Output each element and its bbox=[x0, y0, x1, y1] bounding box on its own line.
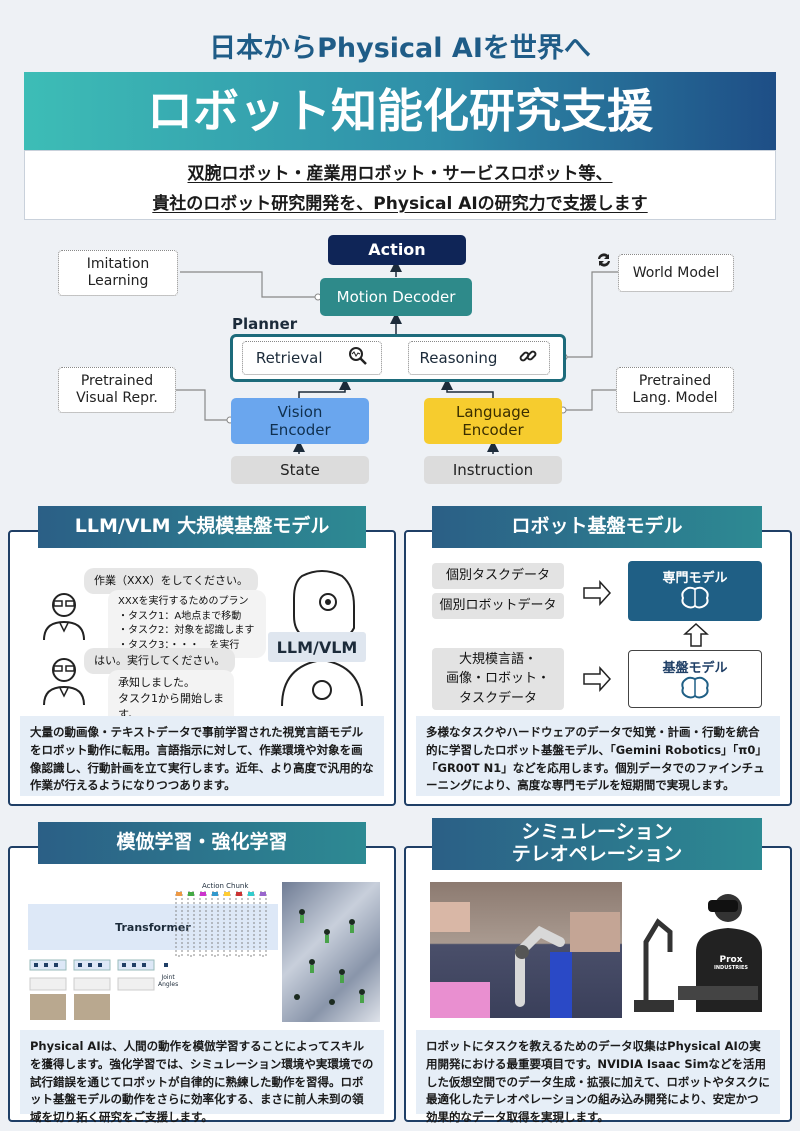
card-llm-title: LLM/VLM 大規模基盤モデル bbox=[38, 506, 366, 548]
isaac-sim-image bbox=[430, 882, 622, 1018]
llm-vlm-label: LLM/VLM bbox=[268, 632, 366, 662]
planner-label: Planner bbox=[232, 315, 298, 333]
action-node: Action bbox=[328, 235, 466, 265]
transformer-diagram: Action Chunk Transformer Joint Angles bbox=[26, 882, 278, 1022]
vision-encoder-node: Vision Encoder bbox=[231, 398, 369, 444]
joint-angles-label: Joint Angles bbox=[158, 974, 178, 988]
data-tag-task: 個別タスクデータ bbox=[432, 563, 564, 589]
person-icon bbox=[40, 590, 88, 646]
pretrained-visual-line-2: Visual Repr. bbox=[76, 390, 158, 406]
motion-decoder-node: Motion Decoder bbox=[320, 278, 472, 316]
arrow-right-icon bbox=[582, 580, 612, 610]
card-imitation-title: 模倣学習・強化学習 bbox=[38, 822, 366, 864]
joint-label: Joint bbox=[161, 974, 175, 981]
teleop-figure bbox=[634, 894, 762, 1012]
expert-model-box: 専門モデル bbox=[628, 561, 762, 621]
link-icon bbox=[518, 346, 538, 370]
chunk-columns bbox=[29, 891, 267, 1020]
card-simulation-description: ロボットにタスクを教えるためのデータ収集はPhysical AIの実用開発におけ… bbox=[416, 1030, 780, 1124]
sim-title-line-2: テレオペレーション bbox=[511, 843, 683, 865]
plan-line: ・タスク1：A地点まで移動 bbox=[118, 610, 242, 622]
data-tag-large: 大規模言語・ 画像・ロボット・ タスクデータ bbox=[432, 648, 564, 710]
shirt-logo: Prox INDUSTRIES bbox=[714, 955, 748, 971]
retrieval-label: Retrieval bbox=[255, 349, 323, 367]
sim-scene bbox=[430, 902, 620, 1018]
large-data-line-2: 画像・ロボット・ bbox=[445, 671, 550, 687]
card-robot-fm-title: ロボット基盤モデル bbox=[432, 506, 762, 548]
brain-icon bbox=[680, 586, 710, 614]
shirt-logo-line-1: Prox bbox=[719, 955, 743, 965]
pretrained-visual-line-1: Pretrained bbox=[80, 373, 154, 390]
data-tag-robot: 個別ロボットデータ bbox=[432, 593, 564, 619]
action-chunk-label: Action Chunk bbox=[202, 882, 249, 890]
card-robot-fm-description: 多様なタスクやハードウェアのデータで知覚・計画・行動を統合的に学習したロボット基… bbox=[416, 716, 780, 796]
language-line-2: Encoder bbox=[462, 421, 524, 439]
search-icon bbox=[348, 346, 368, 370]
imitation-learning-node: Imitation Learning bbox=[58, 250, 178, 296]
chat-bubble-plan: XXXを実行するためのプラン ・タスク1：A地点まで移動 ・タスク2：対象を認識… bbox=[108, 590, 266, 658]
crowd-figures bbox=[294, 909, 365, 1005]
ack-line-1: 承知しました。 bbox=[118, 676, 195, 689]
pretrained-lang-line-2: Lang. Model bbox=[632, 390, 718, 406]
reasoning-label: Reasoning bbox=[419, 349, 498, 367]
reasoning-node: Reasoning bbox=[408, 341, 550, 375]
pretrained-visual-node: Pretrained Visual Repr. bbox=[58, 367, 176, 413]
instruction-node: Instruction bbox=[424, 456, 562, 484]
plan-line: XXXを実行するためのプラン bbox=[118, 596, 249, 607]
plan-line: ・タスク3：・・・ を実行 bbox=[118, 639, 240, 651]
shirt-logo-line-2: INDUSTRIES bbox=[714, 964, 748, 971]
base-model-box: 基盤モデル bbox=[628, 650, 762, 708]
arrow-up-icon bbox=[683, 622, 709, 652]
large-data-line-1: 大規模言語・ bbox=[458, 651, 537, 667]
subtitle-line-2: 貴社のロボット研究開発を、Physical AIの研究力で支援します bbox=[152, 194, 648, 214]
pretrained-lang-line-1: Pretrained bbox=[638, 373, 712, 390]
title-banner: ロボット知能化研究支援 bbox=[24, 72, 776, 150]
vision-line-2: Encoder bbox=[269, 421, 331, 439]
sim-title-line-1: シミュレーション bbox=[521, 821, 673, 844]
state-node: State bbox=[231, 456, 369, 484]
imitation-line-1: Imitation bbox=[86, 256, 150, 273]
refresh-icon bbox=[594, 250, 614, 270]
subtitle-line-1: 双腕ロボット・産業用ロボット・サービスロボット等、 bbox=[187, 164, 613, 184]
simulation-crowd-image bbox=[282, 882, 380, 1022]
arrow-right-icon bbox=[582, 666, 612, 696]
headline: 日本からPhysical AIを世界へ bbox=[209, 33, 591, 64]
pretrained-lang-node: Pretrained Lang. Model bbox=[616, 367, 734, 413]
card-llm-description: 大量の動画像・テキストデータで事前学習された視覚言語モデルをロボット動作に転用。… bbox=[20, 716, 384, 796]
world-model-node: World Model bbox=[618, 254, 734, 292]
language-encoder-node: Language Encoder bbox=[424, 398, 562, 444]
chat-bubble-request: 作業（XXX）をしてください。 bbox=[84, 568, 258, 594]
vision-line-1: Vision bbox=[277, 403, 323, 421]
plan-line: ・タスク2：対象を認識します bbox=[118, 625, 255, 636]
card-imitation-description: Physical AIは、人間の動作を模倣学習することによってスキルを獲得します… bbox=[20, 1030, 384, 1124]
card-simulation-title: シミュレーション テレオペレーション bbox=[432, 818, 762, 870]
large-data-line-3: タスクデータ bbox=[458, 690, 537, 706]
person-icon bbox=[40, 655, 88, 711]
imitation-line-2: Learning bbox=[87, 273, 149, 289]
diagram-connectors bbox=[176, 260, 618, 454]
teleoperation-image: Prox INDUSTRIES bbox=[626, 882, 782, 1018]
banner-title: ロボット知能化研究支援 bbox=[147, 84, 653, 138]
base-model-label: 基盤モデル bbox=[662, 661, 728, 676]
expert-model-label: 専門モデル bbox=[662, 571, 728, 586]
angles-label: Angles bbox=[158, 981, 179, 989]
language-line-1: Language bbox=[455, 403, 531, 421]
chat-bubble-approve: はい。実行してください。 bbox=[84, 648, 236, 674]
brain-icon bbox=[680, 676, 710, 704]
subtitle-box: 双腕ロボット・産業用ロボット・サービスロボット等、 貴社のロボット研究開発を、P… bbox=[24, 150, 776, 220]
retrieval-node: Retrieval bbox=[242, 341, 382, 375]
